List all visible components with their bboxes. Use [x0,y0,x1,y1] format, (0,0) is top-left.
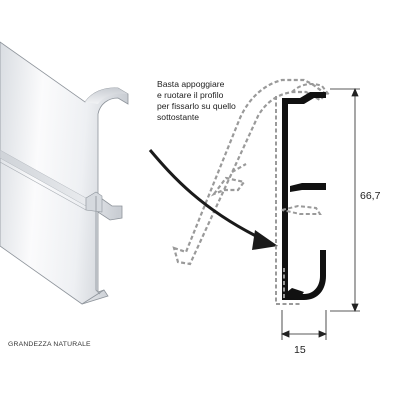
note-line: Basta appoggiare [157,79,225,89]
installation-note: Basta appoggiare e ruotare il profilo pe… [157,79,277,123]
dimension-width [280,310,328,340]
base-profile-dashed [275,83,331,305]
note-line: per fissarlo su quello [157,101,236,111]
height-label: 66,7 [360,190,381,202]
note-line: e ruotare il profilo [157,90,224,100]
aluminium-profile-3d [0,41,129,305]
installed-profile-section [282,92,326,300]
curved-arrow-icon [148,149,278,250]
dimension-height [330,87,360,313]
scale-caption: GRANDEZZA NATURALE [8,341,91,348]
note-line: sottostante [157,112,200,122]
width-label: 15 [294,344,306,356]
